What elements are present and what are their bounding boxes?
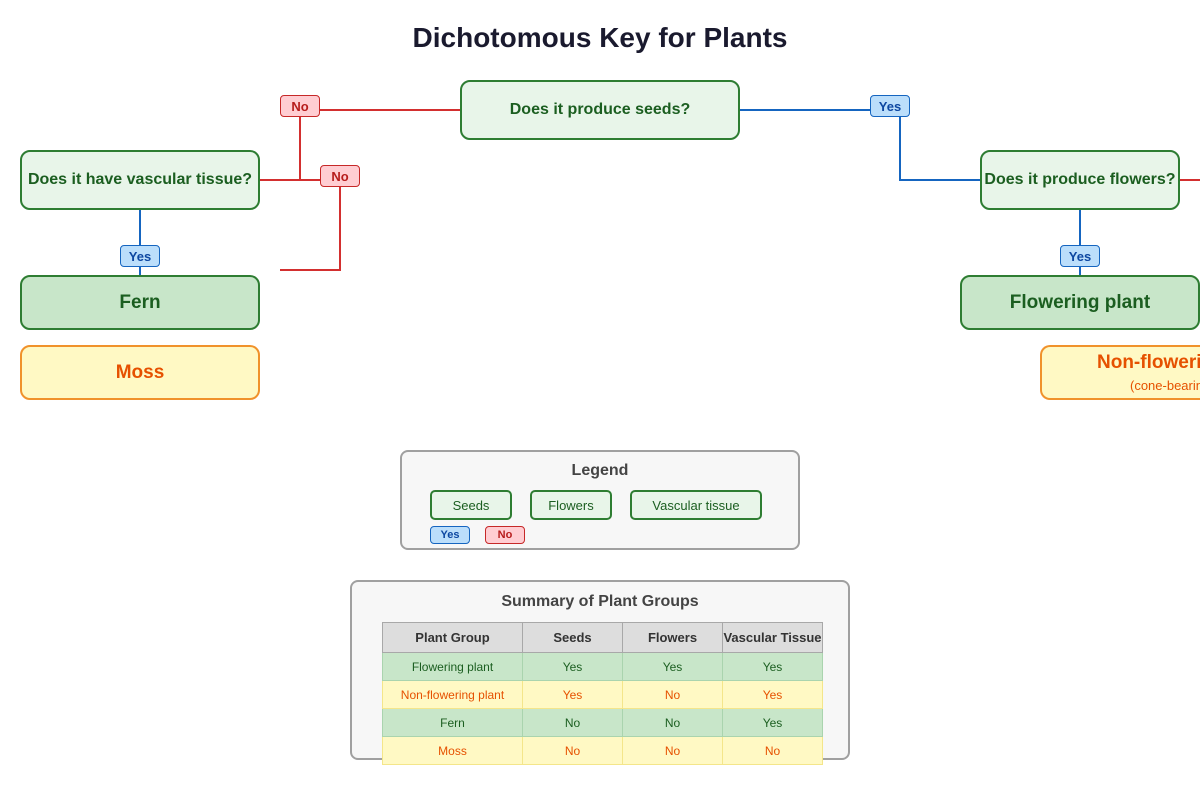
leaf-node-flowering-plant[interactable]: Flowering plant: [960, 275, 1200, 330]
no-badge-seeds: No: [280, 95, 320, 117]
question-node-vascular[interactable]: Does it have vascular tissue?: [20, 150, 260, 210]
no-branch-line-vascular: [280, 179, 341, 271]
leaf-node-non-flowering-label: Non-flowering: [1097, 352, 1200, 373]
yes-badge-flowers: Yes: [1060, 245, 1100, 267]
no-branch-line-seeds: [260, 109, 460, 181]
column-header-flowers: Flowers: [622, 622, 723, 653]
legend-title: Legend: [571, 462, 629, 479]
leaf-node-moss[interactable]: Moss: [20, 345, 260, 400]
table-cell: Flowering plant: [382, 652, 523, 681]
table-cell: Yes: [622, 652, 723, 681]
table-cell: No: [622, 680, 723, 709]
table-cell: No: [622, 736, 723, 765]
table-cell: Yes: [722, 708, 823, 737]
table-row: Non-flowering plant Yes No Yes: [382, 680, 823, 709]
leaf-node-non-flowering-sublabel: (cone-bearin: [1130, 378, 1200, 393]
leaf-node-non-flowering[interactable]: Non-flowering (cone-bearin: [1040, 345, 1200, 400]
summary-table: Plant Group Seeds Flowers Vascular Tissu…: [382, 622, 823, 765]
legend-item-vascular-tissue: Vascular tissue: [630, 490, 762, 520]
legend-yes-badge: Yes: [430, 526, 470, 544]
legend-item-seeds: Seeds: [430, 490, 512, 520]
table-cell: Non-flowering plant: [382, 680, 523, 709]
table-header-row: Plant Group Seeds Flowers Vascular Tissu…: [382, 622, 823, 653]
yes-badge-seeds: Yes: [870, 95, 910, 117]
column-header-vascular-tissue: Vascular Tissue: [722, 622, 823, 653]
summary-panel: Summary of Plant Groups Plant Group Seed…: [350, 580, 850, 765]
table-row: Flowering plant Yes Yes Yes: [382, 652, 823, 681]
legend-no-badge: No: [485, 526, 525, 544]
table-cell: Yes: [722, 652, 823, 681]
yes-badge-vascular: Yes: [120, 245, 160, 267]
table-cell: No: [622, 708, 723, 737]
page-title: Dichotomous Key for Plants: [412, 22, 788, 53]
question-node-flowers[interactable]: Does it produce flowers?: [980, 150, 1180, 210]
table-row: Moss No No No: [382, 736, 823, 765]
leaf-node-fern[interactable]: Fern: [20, 275, 260, 330]
column-header-seeds: Seeds: [522, 622, 623, 653]
table-cell: Yes: [522, 680, 623, 709]
table-cell: No: [522, 736, 623, 765]
table-cell: Yes: [722, 680, 823, 709]
legend-item-flowers: Flowers: [530, 490, 612, 520]
table-cell: Moss: [382, 736, 523, 765]
table-row: Fern No No Yes: [382, 708, 823, 737]
leaf-node-moss-label: Moss: [115, 361, 165, 383]
column-header-plant-group: Plant Group: [382, 622, 523, 653]
yes-branch-line-seeds: [740, 109, 980, 181]
table-cell: No: [722, 736, 823, 765]
table-cell: Fern: [382, 708, 523, 737]
legend-panel: Legend Seeds Flowers Vascular tissue Yes…: [400, 450, 800, 550]
question-node-seeds[interactable]: Does it produce seeds?: [460, 80, 740, 140]
summary-title: Summary of Plant Groups: [501, 593, 699, 610]
no-badge-vascular: No: [320, 165, 360, 187]
table-cell: No: [522, 708, 623, 737]
table-cell: Yes: [522, 652, 623, 681]
